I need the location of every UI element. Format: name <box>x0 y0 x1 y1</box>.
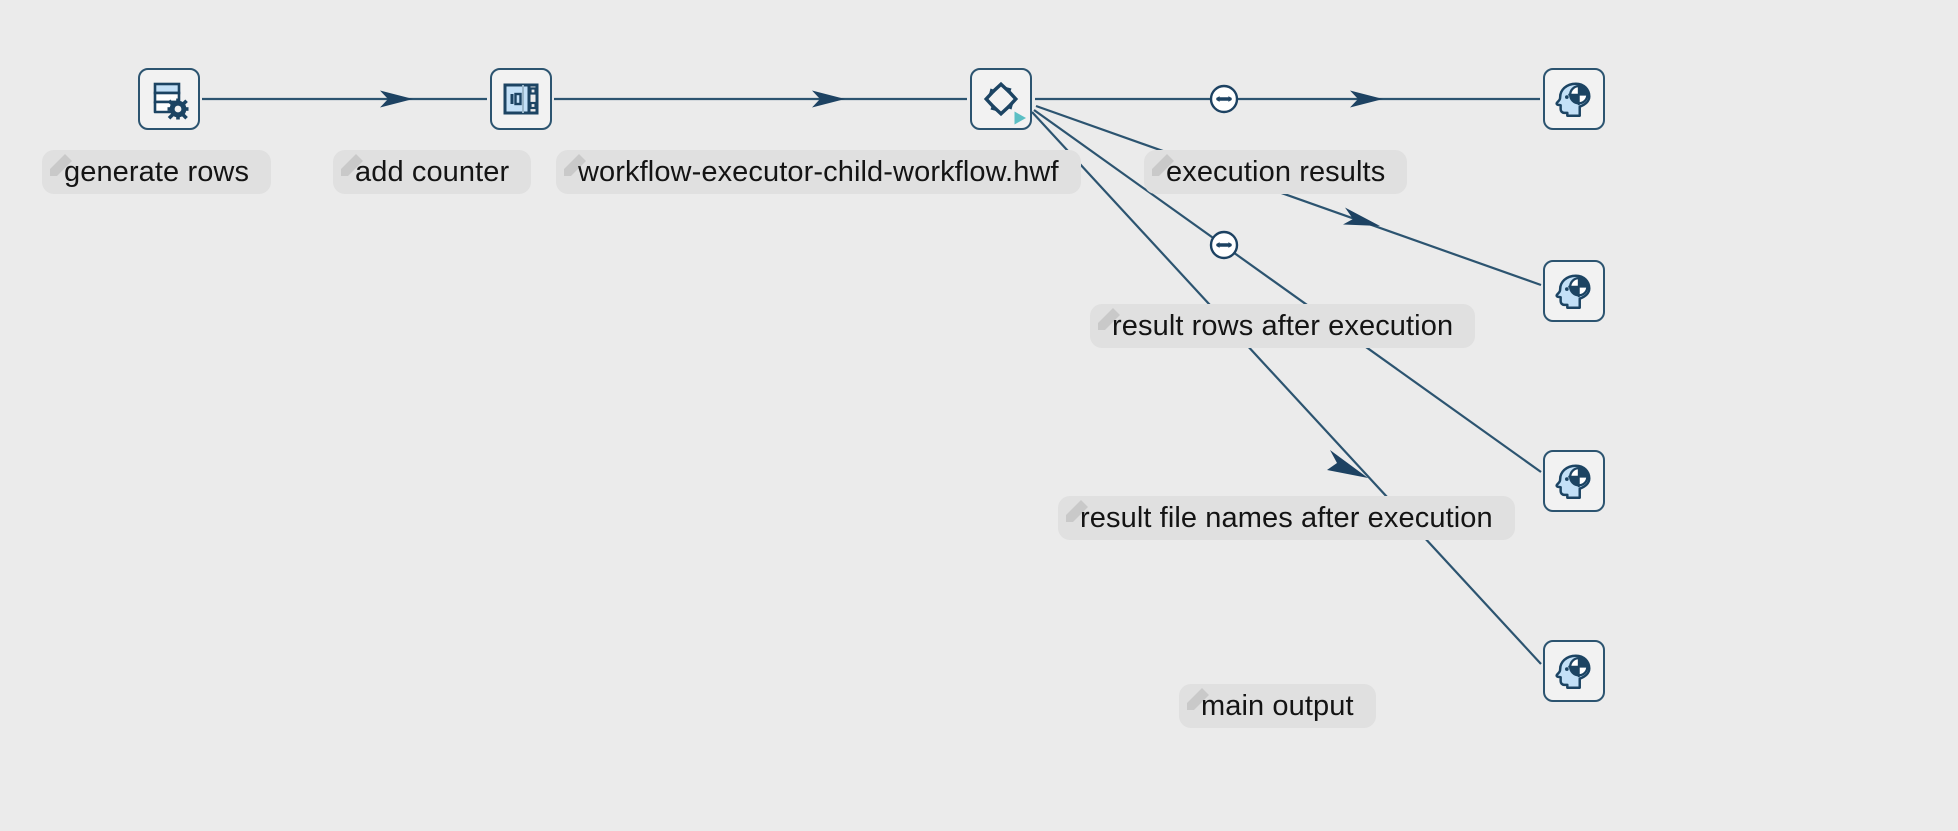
node-label-execution-results[interactable]: execution results <box>1144 150 1408 194</box>
memory-head-icon <box>1553 650 1595 692</box>
workflow-executor-icon <box>980 78 1022 120</box>
memory-head-icon <box>1553 270 1595 312</box>
sequence-block-icon <box>502 80 540 118</box>
table-gear-icon <box>148 78 190 120</box>
hop-workflow-executor-to-result-rows[interactable] <box>1035 104 1542 287</box>
memory-head-icon <box>1553 78 1595 120</box>
node-label-result-file-names-after-execution[interactable]: result file names after execution <box>1058 496 1515 540</box>
node-label-text: generate rows <box>64 155 250 188</box>
node-result-rows-after-execution[interactable] <box>1543 260 1605 322</box>
distribute-arrows-icon[interactable] <box>1209 230 1239 260</box>
node-label-text: workflow-executor-child-workflow.hwf <box>578 155 1059 188</box>
node-label-workflow-executor-child-workflow[interactable]: workflow-executor-child-workflow.hwf <box>556 150 1081 194</box>
node-workflow-executor-child-workflow[interactable] <box>970 68 1032 130</box>
node-label-text: result file names after execution <box>1080 501 1493 534</box>
hop-generate-rows-to-add-counter[interactable] <box>202 90 487 108</box>
node-label-text: execution results <box>1166 155 1386 188</box>
hop-add-counter-to-workflow-executor[interactable] <box>554 90 967 108</box>
node-label-text: main output <box>1201 689 1354 722</box>
distribute-arrows-icon[interactable] <box>1209 84 1239 114</box>
node-main-output[interactable] <box>1543 640 1605 702</box>
node-execution-results[interactable] <box>1543 68 1605 130</box>
node-label-text: add counter <box>355 155 510 188</box>
hop-workflow-executor-to-main-output[interactable] <box>1031 111 1542 665</box>
hop-workflow-executor-to-execution-results[interactable] <box>1035 84 1540 114</box>
node-label-result-rows-after-execution[interactable]: result rows after execution <box>1090 304 1476 348</box>
node-label-text: result rows after execution <box>1112 309 1454 342</box>
play-badge-icon <box>1012 110 1028 126</box>
node-add-counter[interactable] <box>490 68 552 130</box>
memory-head-icon <box>1553 460 1595 502</box>
node-result-file-names-after-execution[interactable] <box>1543 450 1605 512</box>
node-label-add-counter[interactable]: add counter <box>333 150 532 194</box>
node-label-main-output[interactable]: main output <box>1179 684 1376 728</box>
node-generate-rows[interactable] <box>138 68 200 130</box>
node-label-generate-rows[interactable]: generate rows <box>42 150 272 194</box>
